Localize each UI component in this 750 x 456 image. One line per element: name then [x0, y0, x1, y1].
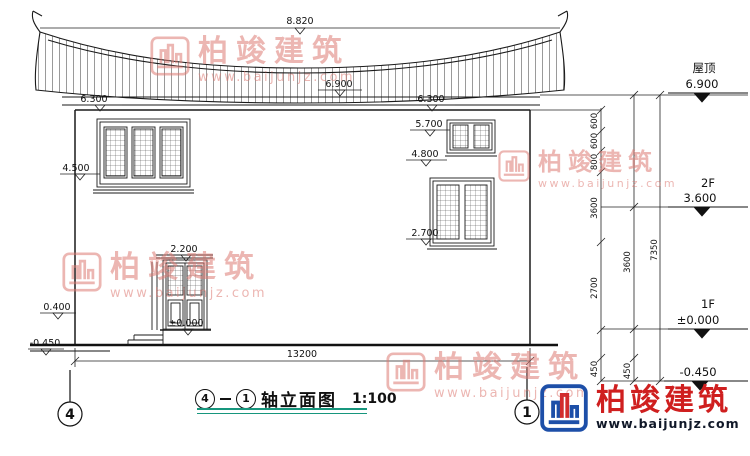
roof-left-upturn-icon — [31, 10, 43, 33]
window-sash — [103, 126, 184, 179]
roof — [31, 10, 569, 106]
ridge-level-dim — [40, 27, 560, 35]
level-right-window-top: 5.700 — [415, 119, 442, 130]
level-grade-left: -0.450 — [30, 338, 61, 349]
level-2f-value: 3.600 — [684, 191, 717, 205]
window-group-left — [93, 118, 194, 194]
level-door-top: 2.200 — [170, 244, 197, 255]
dim-chain-450a: 450 — [590, 361, 600, 377]
axis-dash — [220, 397, 231, 400]
level-right-eave: 6.300 — [417, 94, 444, 105]
bottom-dimension — [70, 348, 535, 367]
brand-footer-url: www.baijunjz.com — [596, 416, 740, 432]
dim-chain-2700: 2700 — [590, 277, 600, 299]
grid-bubble-left-num: 4 — [65, 407, 75, 423]
level-marker-icon — [294, 27, 306, 35]
drawing-title: 4 1 轴立面图 1:100 — [195, 386, 397, 411]
level-2f-label: 2F — [701, 176, 715, 190]
roof-surface — [34, 31, 566, 104]
dim-chain-800: 800 — [590, 154, 600, 170]
level-marks — [28, 89, 455, 356]
level-grade-value: -0.450 — [679, 365, 716, 379]
level-roof-label: 屋顶 — [693, 61, 716, 75]
level-1f-value: ±0.000 — [677, 313, 720, 327]
dim-chain-600b: 600 — [590, 133, 600, 149]
baijun-logo-icon — [540, 384, 588, 432]
brand-footer-name: 柏竣建筑 — [596, 382, 732, 418]
title-underline-thin — [197, 413, 367, 414]
dim-chain-450b: 450 — [623, 363, 633, 379]
grid-bubble-right-num: 1 — [522, 405, 532, 421]
drawing-scale: 1:100 — [352, 390, 397, 407]
entry-door — [127, 254, 213, 345]
dim-bottom-width: 13200 — [287, 349, 317, 360]
brand-footer: 柏竣建筑 www.baijunjz.com — [540, 384, 740, 432]
title-underline-thick — [197, 408, 367, 410]
level-left-eave: 6.300 — [80, 94, 107, 105]
right-level-symbols — [664, 92, 748, 391]
roof-right-upturn-icon — [557, 10, 569, 33]
dim-chain-600a: 600 — [590, 113, 600, 129]
drawing-title-text: 轴立面图 — [261, 391, 337, 411]
level-zero: ±0.000 — [168, 318, 203, 329]
roof-ridge-line — [47, 39, 553, 74]
grid-bubble-left — [57, 370, 83, 427]
window-group-right-lower — [427, 177, 497, 250]
window-group-right-upper — [445, 119, 497, 157]
level-left-window: 4.500 — [62, 163, 89, 174]
level-right-window2-top: 4.800 — [411, 149, 438, 160]
axis-end-bubble: 1 — [236, 388, 256, 409]
level-roof-value: 6.900 — [686, 77, 719, 91]
level-mid-eave: 6.900 — [325, 79, 352, 90]
dim-chain-3600b: 3600 — [623, 251, 633, 273]
dim-ridge-level: 8.820 — [286, 16, 313, 27]
level-plinth: 0.400 — [43, 302, 70, 313]
dim-overall-height: 7350 — [650, 239, 660, 261]
axis-start-bubble: 4 — [195, 388, 215, 409]
grid-bubble-right — [514, 367, 540, 425]
level-right-window2-sill: 2.700 — [411, 228, 438, 239]
entry-steps — [127, 330, 164, 345]
right-dimension-chains — [530, 90, 748, 386]
level-1f-label: 1F — [701, 297, 715, 311]
wall — [74, 109, 531, 345]
dim-chain-3600a: 3600 — [590, 197, 600, 219]
